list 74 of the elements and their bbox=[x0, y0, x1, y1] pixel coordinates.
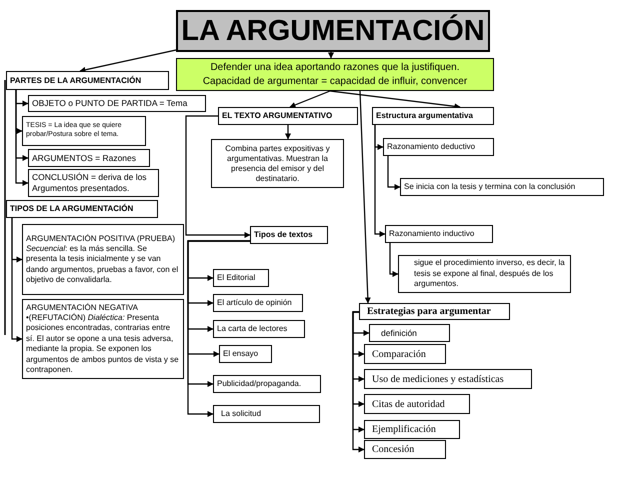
label-text: definición bbox=[380, 326, 418, 340]
label-text: Combina partes expositivas y argumentativas. Muestran la presencia del emisor y del destinatario. bbox=[224, 144, 331, 184]
process-box bbox=[398, 255, 571, 293]
arrow bbox=[374, 125, 386, 237]
label-text: Citas de autoridad bbox=[371, 398, 446, 412]
highlight-box bbox=[176, 58, 494, 91]
process-box bbox=[385, 225, 493, 243]
heading-box bbox=[6, 200, 158, 218]
label-text: Defender una idea aportando razones que la justifiquen. bbox=[209, 61, 461, 74]
process-box bbox=[364, 394, 470, 414]
label-text: Estructura argumentativa bbox=[376, 110, 474, 122]
heading-box bbox=[372, 107, 494, 125]
process-box bbox=[213, 294, 303, 312]
label-text: El artículo de opinión bbox=[217, 297, 293, 309]
process-box bbox=[364, 344, 446, 364]
arrow bbox=[387, 156, 400, 190]
process-box bbox=[213, 375, 321, 393]
label-text: Uso de mediciones y estadísticas bbox=[371, 372, 505, 386]
process-box bbox=[213, 269, 269, 287]
label-text: EL TEXTO ARGUMENTATIVO bbox=[222, 110, 334, 122]
label-text: El Editorial bbox=[217, 272, 256, 284]
title-box bbox=[176, 10, 490, 52]
title-text: LA ARGUMENTACIÓN bbox=[181, 16, 485, 46]
heading-box bbox=[359, 303, 510, 320]
label-text: Publicidad/propaganda. bbox=[217, 378, 302, 390]
process-box bbox=[211, 139, 344, 188]
arrow bbox=[285, 125, 291, 140]
label-text: ARGUMENTACIÓN POSITIVA (PRUEBA) Secuencial: es la más sencilla. Se presenta la tesis inicialmente y se van dando argumentos, pruebas a favor, con el objetivo de convalidarla. bbox=[26, 234, 180, 286]
process-box bbox=[369, 324, 450, 342]
arrow bbox=[80, 49, 176, 73]
label-text: sigue el procedimiento inverso, es decir, la tesis se expone al final, después de los argumentos. bbox=[413, 258, 566, 290]
label-text: Razonamiento inductivo bbox=[389, 228, 476, 240]
label-text: Estrategias para argumentar bbox=[366, 305, 492, 319]
arrow bbox=[11, 218, 22, 342]
arrow bbox=[185, 115, 250, 238]
label-text: Concesión bbox=[371, 443, 416, 457]
heading-box bbox=[218, 107, 358, 125]
label-text: Tipos de textos bbox=[254, 229, 314, 241]
label-text: El ensayo bbox=[223, 348, 260, 360]
arrow bbox=[330, 90, 460, 110]
process-box bbox=[219, 345, 272, 363]
arrow bbox=[328, 52, 334, 58]
process-box bbox=[28, 95, 206, 112]
label-text: ARGUMENTOS = Razones bbox=[32, 152, 138, 164]
arrow bbox=[15, 90, 28, 186]
label-text: Razonamiento deductivo bbox=[387, 141, 476, 153]
process-box bbox=[22, 224, 184, 295]
process-box bbox=[364, 420, 460, 439]
arrow bbox=[290, 90, 330, 108]
process-box bbox=[28, 169, 159, 197]
process-box bbox=[400, 178, 604, 196]
label-text: ARGUMENTACIÓN NEGATIVA •(REFUTACIÓN) Dialéctica: Presenta posiciones encontradas, contrarias entre sí. El autor se opone a una tesis adversa, mediante la propia. Se exponen los argumentos de ambos puntos de vista y se contraponen. bbox=[26, 302, 180, 376]
process-box bbox=[364, 440, 446, 459]
process-box bbox=[213, 320, 305, 338]
label-text: La carta de lectores bbox=[217, 323, 288, 335]
heading-box bbox=[250, 226, 328, 244]
label-text: CONCLUSIÓN = deriva de los Argumentos presentados. bbox=[32, 172, 148, 194]
label-text: Ejemplificación bbox=[371, 423, 437, 437]
label-text: TIPOS DE LA ARGUMENTACIÓN bbox=[10, 203, 134, 215]
label-text: Comparación bbox=[371, 348, 427, 362]
process-box bbox=[213, 405, 320, 423]
arrow bbox=[389, 243, 398, 277]
arrow bbox=[187, 240, 250, 417]
process-box bbox=[383, 138, 494, 156]
label-text: Se inicia con la tesis y termina con la conclusión bbox=[404, 181, 576, 193]
process-box bbox=[28, 149, 150, 167]
label-text: PARTES DE LA ARGUMENTACIÓN bbox=[10, 74, 142, 86]
arrow bbox=[359, 90, 371, 304]
process-box bbox=[22, 116, 146, 146]
heading-box bbox=[6, 71, 169, 90]
label-text: OBJETO o PUNTO DE PARTIDA = Tema bbox=[32, 97, 188, 110]
label-text: Capacidad de argumentar = capacidad de influir, convencer bbox=[202, 74, 468, 88]
process-box bbox=[364, 369, 532, 389]
label-text: La solicitud bbox=[220, 408, 262, 420]
